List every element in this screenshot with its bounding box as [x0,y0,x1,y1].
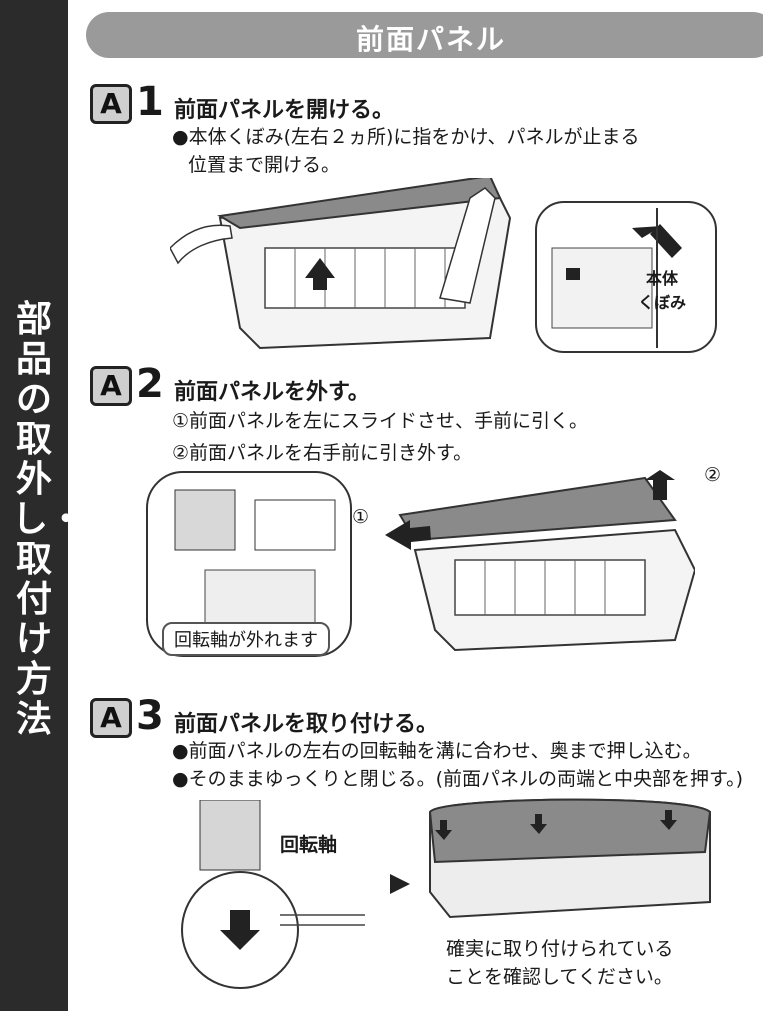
step-1-line-2: 位置まで開ける。 [188,154,341,176]
step-2-illustration [385,470,695,652]
note-line-2: ことを確認してください。 [446,966,673,988]
step-2-line-1: ①前面パネルを左にスライドさせ、手前に引く。 [172,410,589,432]
step-2-callout-label: 回転軸が外れます [162,622,330,656]
step-2-title: 前面パネルを外す。 [174,380,370,405]
section-header: 前面パネル [86,12,763,58]
step-3-detail-illustration [181,800,365,989]
step-3-line-1: ●前面パネルの左右の回転軸を溝に合わせ、奥まで押し込む。 [172,740,702,762]
section-title: 前面パネル [355,23,506,56]
step-2-number: 2 [136,361,164,407]
step-1-illustration [170,178,512,350]
step-1-line-1: ●本体くぼみ(左右２ヵ所)に指をかけ、パネルが止まる [172,126,640,148]
marker-2: ② [704,464,722,486]
marker-1: ① [352,506,370,528]
step-1-detail-circle [535,201,717,353]
note-line-1: 確実に取り付けられている [446,938,674,960]
step-1-number: 1 [136,79,164,125]
step-3-arrow-icon [390,874,410,894]
step-3-illustration [428,798,712,919]
step-3-title: 前面パネルを取り付ける。 [174,712,439,737]
step-3-badge: A [90,698,132,738]
sidebar: 部品の取外し・取付け方法 [0,0,85,1011]
step-3-callout-label: 回転軸 [280,834,338,856]
step-2-line-2: ②前面パネルを右手前に引き外す。 [172,442,473,464]
step-1-badge: A [90,84,132,124]
step-3-number: 3 [136,693,164,739]
callout-label-2: くぼみ [638,293,687,312]
step-1-title: 前面パネルを開ける。 [174,98,395,123]
step-3-line-2: ●そのままゆっくりと閉じる。(前面パネルの両端と中央部を押す。) [172,768,744,790]
sidebar-title: 部品の取外し・取付け方法 [12,299,85,740]
step-2-badge: A [90,366,132,406]
callout-label-1: 本体 [646,269,679,288]
